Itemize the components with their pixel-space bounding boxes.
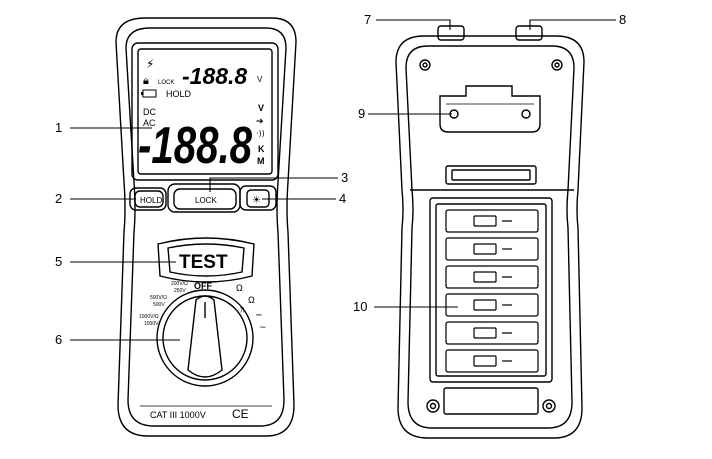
dial-range-1-sub: 250V: [174, 288, 186, 294]
dial-range-2-sub: 500V: [153, 302, 165, 308]
ce-mark: CE: [232, 407, 249, 421]
front-labels: HOLD LOCK ☀ TEST OFF 200V/Ω 250V 500V/Ω …: [139, 195, 267, 421]
front-body-outline: [115, 17, 297, 437]
battery-cell: [445, 265, 539, 289]
cover-latch: [445, 165, 537, 185]
lcd-diode-icon: ➔: [256, 117, 264, 127]
backlight-icon: ☀: [252, 195, 261, 206]
screw-bottom-right-inner: [545, 402, 553, 410]
probe-jack-left: [437, 25, 465, 41]
dial-continuity-icon: ·)): [238, 307, 245, 314]
lcd-ac-label: AC: [143, 118, 156, 128]
lcd-lock-label: LOCK: [158, 80, 174, 86]
rotary-dial-ring: [156, 289, 254, 387]
lcd-big-reading: -188.8: [138, 117, 252, 175]
lcd-unit-v: V: [258, 103, 264, 113]
hold-button-label: HOLD: [140, 196, 162, 205]
lcd-frame: [131, 42, 279, 181]
leader-lines: [70, 19, 616, 341]
callout-6: 6: [55, 332, 63, 347]
callout-10: 10: [353, 299, 368, 314]
lcd-battery-tip: [141, 92, 143, 95]
screw-bottom-left: [426, 399, 440, 413]
battery-terminal-mark: [473, 355, 497, 367]
dial-range-3: 1000V/Ω: [139, 314, 159, 320]
front-body-inner: [125, 27, 287, 427]
lock-button[interactable]: [173, 188, 237, 210]
battery-cell: [445, 321, 539, 345]
test-button-frame: [157, 237, 255, 283]
dial-range-3-sub: 1000V: [144, 321, 159, 327]
category-label: CAT III 1000V: [150, 410, 206, 420]
test-button-label: TEST: [179, 252, 228, 273]
battery-cell: [445, 293, 539, 317]
lcd-unit-m: M: [257, 156, 265, 166]
back-body-inner: [405, 45, 575, 429]
battery-terminal-mark: [473, 243, 497, 255]
battery-terminal-mark: [473, 327, 497, 339]
callout-5: 5: [55, 254, 63, 269]
battery-cell: [445, 209, 539, 233]
leader-7: [376, 19, 451, 30]
lcd-lock-icon: 🔒︎: [143, 74, 149, 87]
battery-cell: [445, 349, 539, 373]
battery-compartment: [429, 197, 553, 383]
callout-3: 3: [341, 170, 349, 185]
lcd-small-unit: V: [257, 75, 263, 84]
callout-8: 8: [619, 12, 627, 27]
lcd-battery-icon: [142, 89, 157, 98]
batteries: [445, 209, 539, 373]
dial-range-1: 200V/Ω: [171, 281, 188, 287]
screw-top-left-inner: [422, 62, 428, 68]
lcd-continuity-icon: ·)): [256, 129, 265, 138]
lcd-lightning-icon: ⚡: [146, 57, 154, 71]
callout-7: 7: [364, 12, 372, 27]
battery-terminal-mark: [473, 215, 497, 227]
cover-latch-inner: [451, 169, 531, 181]
screw-top-left: [419, 59, 431, 71]
lcd-small-reading: -188.8: [182, 63, 247, 89]
lock-button-label: LOCK: [195, 196, 217, 205]
bracket-screw-right: [521, 109, 531, 119]
dial-ohm-2: Ω: [248, 295, 255, 305]
backlight-button-frame: [239, 185, 277, 211]
battery-terminal-mark: [473, 271, 497, 283]
dial-off-label: OFF: [194, 281, 212, 291]
callout-2: 2: [55, 191, 63, 206]
test-button[interactable]: [167, 243, 245, 277]
battery-cell: [445, 237, 539, 261]
leader-8: [529, 19, 616, 30]
callout-4: 4: [339, 191, 347, 206]
lcd-window: [137, 48, 273, 175]
dial-ac-icon: ~: [259, 323, 267, 333]
stand-bracket: [439, 85, 541, 133]
screw-top-right: [551, 59, 563, 71]
front-view: [115, 17, 297, 437]
back-view: [395, 25, 585, 439]
screw-bottom-right: [542, 399, 556, 413]
screw-bottom-left-inner: [429, 402, 437, 410]
dial-dc-icon: ⎓: [256, 311, 262, 319]
battery-compartment-inner: [435, 203, 547, 377]
dial-knob[interactable]: [187, 295, 223, 378]
screw-top-right-inner: [554, 62, 560, 68]
lcd-dc-label: DC: [143, 107, 156, 117]
battery-terminal-mark: [473, 299, 497, 311]
probe-jack-right: [515, 25, 543, 41]
callout-9: 9: [358, 106, 366, 121]
back-foot-panel: [443, 387, 539, 415]
lcd-unit-k: K: [258, 144, 265, 154]
dial-range-2: 500V/Ω: [150, 295, 167, 301]
dial-ohm-1: Ω: [236, 283, 243, 293]
back-body-outline: [395, 35, 585, 439]
lcd-hold-label: HOLD: [166, 89, 192, 99]
leader-3: [209, 177, 338, 192]
lcd-content: ⚡ 🔒︎ LOCK -188.8 V HOLD DC AC -188.8 V ➔…: [138, 57, 265, 175]
callout-1: 1: [55, 120, 63, 135]
